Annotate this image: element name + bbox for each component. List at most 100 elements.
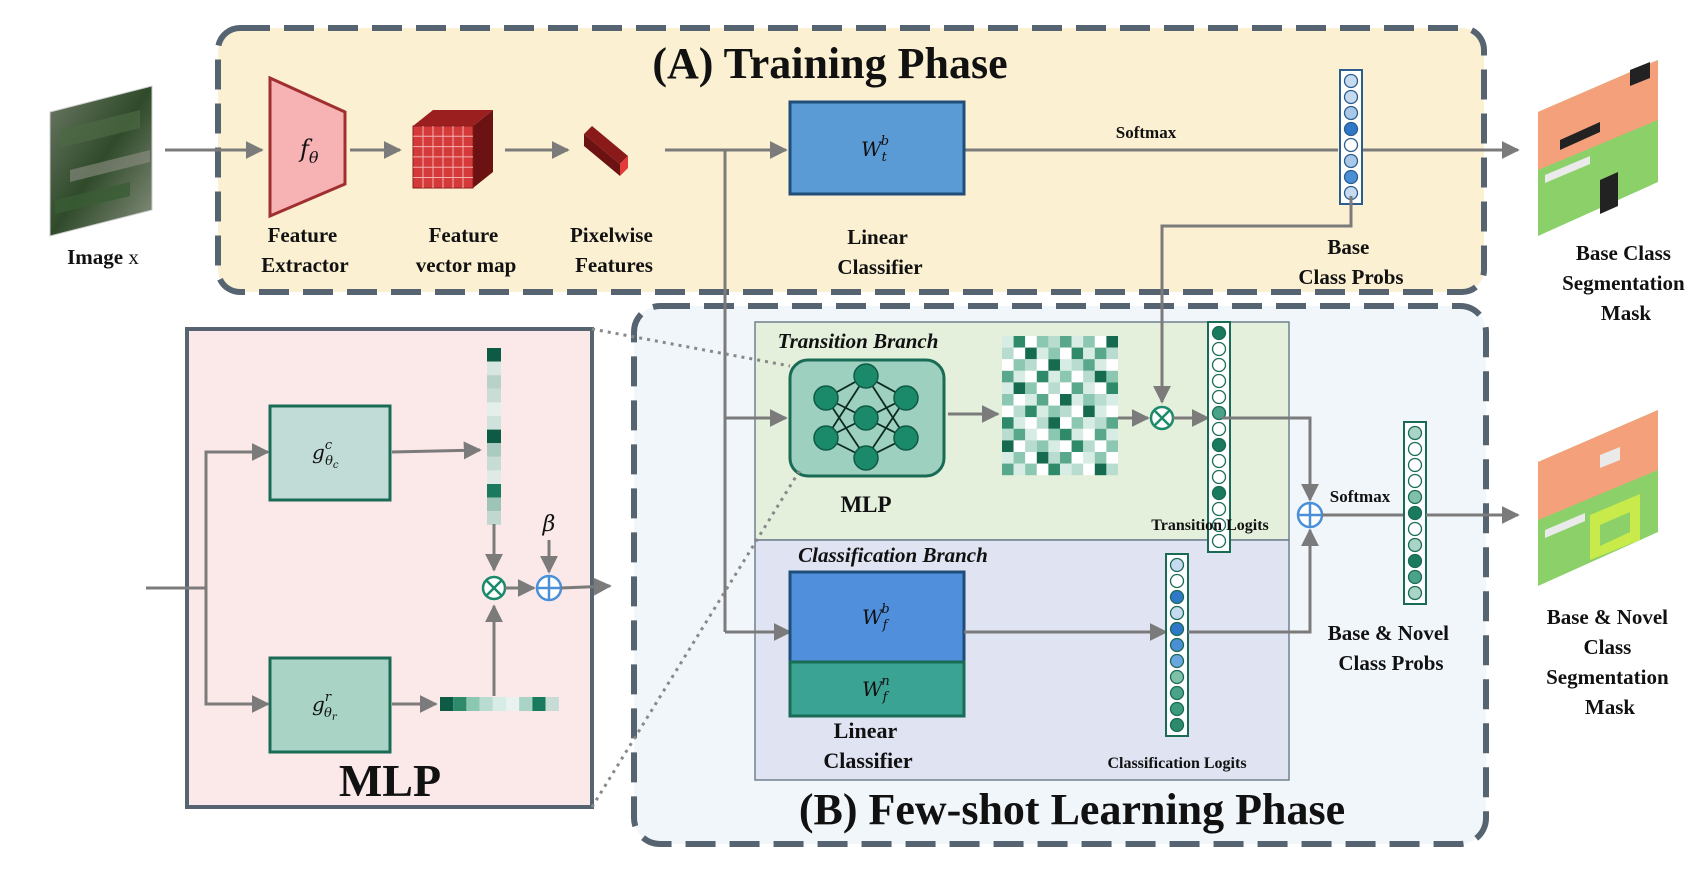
base-novel-probs-label: Base & Novel Class Probs bbox=[1328, 621, 1455, 675]
zoom-line-top bbox=[591, 327, 791, 368]
training-classifier-label: Linear Classifier bbox=[837, 225, 922, 279]
trans-logits-cell bbox=[1211, 357, 1227, 373]
g-r-output-vector bbox=[440, 697, 559, 711]
trans-logits-cell bbox=[1211, 453, 1227, 469]
arrow-transition-logits-to-plus bbox=[1222, 416, 1319, 502]
mlp-output-arrow bbox=[560, 577, 612, 596]
novel-probs-cell bbox=[1407, 457, 1423, 473]
fewshot-classifier-novel-symbol: Wfn bbox=[862, 674, 890, 705]
transition-mlp-label: MLP bbox=[840, 492, 891, 517]
arrow-gc-to-vector bbox=[391, 441, 482, 460]
input-image-thumbnail bbox=[49, 85, 153, 237]
base-probs-col-cell bbox=[1343, 89, 1359, 105]
trans-logits-cell bbox=[1211, 469, 1227, 485]
base-class-output-label: Base Class Segmentation Mask bbox=[1562, 241, 1690, 325]
novel-probs-cell bbox=[1407, 489, 1423, 505]
base-novel-output-label: Base & Novel Class Segmentation Mask bbox=[1546, 605, 1674, 719]
trans-logits-cell bbox=[1211, 517, 1227, 533]
class-logits-cell bbox=[1169, 605, 1185, 621]
class-logits-cell bbox=[1169, 621, 1185, 637]
g-r-block bbox=[268, 656, 392, 754]
novel-probs-cell bbox=[1407, 441, 1423, 457]
trans-logits-cell bbox=[1211, 501, 1227, 517]
base-class-probs-vector bbox=[1339, 69, 1363, 205]
novel-probs-cell bbox=[1407, 537, 1423, 553]
novel-probs-cell bbox=[1407, 473, 1423, 489]
fewshot-classifier-novel bbox=[788, 660, 966, 718]
transition-multiply-op bbox=[1149, 405, 1175, 431]
novel-probs-cell bbox=[1407, 553, 1423, 569]
novel-probs-cell bbox=[1407, 505, 1423, 521]
g-c-output-vector bbox=[487, 348, 501, 525]
feature-extractor-label: Feature Extractor bbox=[261, 223, 348, 277]
input-image-label: Image x bbox=[67, 245, 139, 269]
transition-logits-label: Transition Logits bbox=[1151, 517, 1269, 534]
mlp-add-op bbox=[535, 574, 563, 602]
transition-logits-vector bbox=[1207, 321, 1231, 553]
novel-probs-cell bbox=[1407, 585, 1423, 601]
base-probs-col-cell bbox=[1343, 105, 1359, 121]
trans-logits-cell bbox=[1211, 437, 1227, 453]
feature-map-cube bbox=[412, 110, 493, 189]
base-novel-segmentation-mask bbox=[1538, 410, 1658, 586]
base-probs-col-cell bbox=[1343, 153, 1359, 169]
zoom-line-bottom bbox=[590, 469, 802, 808]
fewshot-classifier-label: Linear Classifier bbox=[823, 718, 912, 773]
novel-probs-cell bbox=[1407, 521, 1423, 537]
class-logits-cell bbox=[1169, 637, 1185, 653]
trans-logits-cell bbox=[1211, 405, 1227, 421]
mlp-multiply-op bbox=[481, 575, 507, 601]
classification-logits-label: Classification Logits bbox=[1107, 755, 1246, 772]
fusion-add-op bbox=[1296, 501, 1324, 529]
base-novel-class-probs-vector bbox=[1403, 421, 1427, 605]
novel-probs-cell bbox=[1407, 425, 1423, 441]
classification-logits-vector bbox=[1165, 553, 1189, 737]
base-probs-col-cell bbox=[1343, 73, 1359, 89]
trans-logits-cell bbox=[1211, 325, 1227, 341]
transition-branch-title: Transition Branch bbox=[778, 329, 939, 353]
training-softmax-label: Softmax bbox=[1116, 123, 1177, 142]
beta-symbol: β bbox=[542, 512, 556, 537]
mlp-branch-bottom bbox=[204, 588, 270, 713]
g-c-block bbox=[268, 404, 392, 502]
class-logits-cell bbox=[1169, 557, 1185, 573]
class-logits-cell bbox=[1169, 573, 1185, 589]
trans-logits-cell bbox=[1211, 341, 1227, 357]
fewshot-classifier-base bbox=[788, 570, 966, 664]
class-logits-cell bbox=[1169, 669, 1185, 685]
trans-logits-cell bbox=[1211, 389, 1227, 405]
arrow-class-logits-to-plus bbox=[1188, 528, 1319, 634]
pixelwise-label: Pixelwise Features bbox=[570, 223, 658, 277]
base-probs-col-cell bbox=[1343, 137, 1359, 153]
mlp-branch-top bbox=[204, 443, 270, 588]
base-probs-col-cell bbox=[1343, 121, 1359, 137]
arrow-baseprobs-to-mult bbox=[1153, 196, 1353, 404]
trans-logits-cell bbox=[1211, 485, 1227, 501]
training-linear-classifier bbox=[788, 100, 966, 196]
training-classifier-symbol: Wtb bbox=[861, 134, 889, 165]
novel-probs-cell bbox=[1407, 569, 1423, 585]
fewshot-softmax-label: Softmax bbox=[1330, 487, 1391, 506]
class-logits-cell bbox=[1169, 701, 1185, 717]
class-logits-cell bbox=[1169, 685, 1185, 701]
neural-network-icon bbox=[813, 363, 919, 471]
transition-matrix bbox=[1002, 336, 1118, 476]
fewshot-classifier-base-symbol: Wfb bbox=[862, 602, 890, 633]
pixelwise-feature-rod bbox=[584, 126, 628, 176]
class-logits-cell bbox=[1169, 589, 1185, 605]
base-class-probs-label: Base Class Probs bbox=[1298, 235, 1403, 289]
feature-map-label: Feature vector map bbox=[416, 223, 517, 277]
fewshot-phase-title: (B) Few-shot Learning Phase bbox=[799, 785, 1345, 834]
base-class-segmentation-mask bbox=[1538, 60, 1658, 236]
mlp-detail-title: MLP bbox=[339, 755, 441, 806]
training-phase-title: (A) Training Phase bbox=[652, 39, 1007, 88]
feature-extractor-block bbox=[268, 75, 347, 219]
classification-branch-title: Classification Branch bbox=[798, 543, 988, 567]
base-probs-col-cell bbox=[1343, 169, 1359, 185]
trans-logits-cell bbox=[1211, 421, 1227, 437]
class-logits-cell bbox=[1169, 717, 1185, 733]
trans-logits-cell bbox=[1211, 533, 1227, 549]
